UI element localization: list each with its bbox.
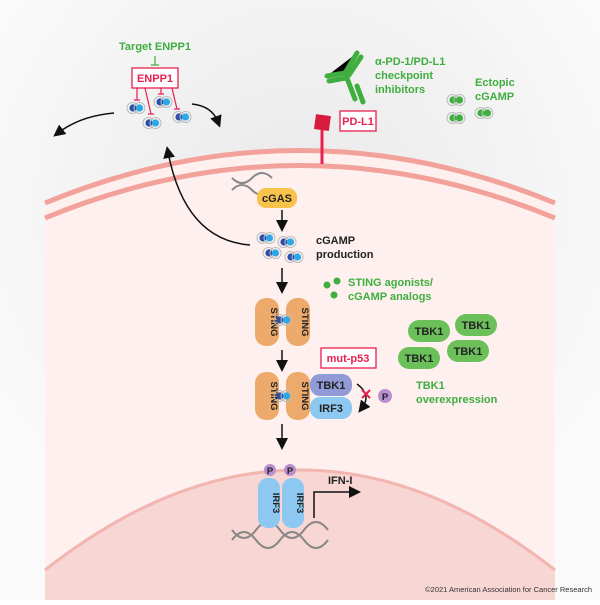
target-enpp1-label: Target ENPP1 <box>119 41 191 53</box>
export-arrow <box>53 112 115 137</box>
svg-text:TBK1: TBK1 <box>462 320 491 332</box>
membrane-inner <box>44 163 556 221</box>
tbk1-overexpression-cluster: TBK1 TBK1 TBK1 TBK1 <box>398 314 497 369</box>
pdl1-label: PD-L1 <box>342 116 374 128</box>
phosphate-icon <box>378 389 392 403</box>
phosphate-label: P <box>287 466 294 477</box>
inhibit-icon <box>151 56 159 66</box>
mut-p53-label: mut-p53 <box>327 353 370 365</box>
sting-protein <box>255 298 279 346</box>
irf3-protein <box>310 397 352 419</box>
checkpoint-label-1: α-PD-1/PD-L1 <box>375 56 445 68</box>
copyright: ©2021 American Association for Cancer Re… <box>425 585 592 594</box>
cgas-protein <box>257 188 297 208</box>
irf3-label: IRF3 <box>319 403 343 415</box>
enpp1-box <box>131 67 179 89</box>
tbk1-protein <box>310 374 352 396</box>
checkpoint-label-2: checkpoint <box>375 70 433 82</box>
nuclear-envelope <box>44 468 556 572</box>
cgamp-production-label-2: production <box>316 249 374 261</box>
sting-agonist-dots <box>323 277 341 299</box>
phosphate-icon <box>284 464 296 476</box>
cgamp-export-arrow <box>163 146 251 246</box>
sting-label: STING <box>299 381 310 410</box>
tbk1-label: TBK1 <box>317 380 346 392</box>
dna-icon <box>231 521 329 549</box>
enpp1-inhibit-lines <box>134 87 180 115</box>
tbk1-overexpression-label-1: TBK1 <box>416 380 445 392</box>
irf3-protein <box>258 478 280 528</box>
arrow <box>191 103 222 128</box>
membrane-outer <box>44 148 556 206</box>
svg-text:TBK1: TBK1 <box>454 346 483 358</box>
sting-protein <box>286 298 310 346</box>
irf3-label: IRF3 <box>294 493 305 514</box>
irf3-protein <box>282 478 304 528</box>
sting-label: STING <box>268 307 279 336</box>
sting-protein <box>255 372 279 420</box>
mut-p53-box <box>320 347 377 369</box>
checkpoint-label-3: inhibitors <box>375 84 425 96</box>
pdl1-box <box>339 110 377 132</box>
irf3-label: IRF3 <box>270 493 281 514</box>
sting-label: STING <box>299 307 310 336</box>
sting-agonists-label-1: STING agonists/ <box>348 277 433 289</box>
sting-agonists-label-2: cGAMP analogs <box>348 291 432 303</box>
transcription-arrow <box>313 486 361 518</box>
ifn-label: IFN-I <box>328 475 352 487</box>
svg-text:TBK1: TBK1 <box>415 326 444 338</box>
antibody-icon <box>324 50 366 105</box>
block-x-icon <box>361 389 371 399</box>
ectopic-label-1: Ectopic <box>475 77 515 89</box>
ectopic-label-2: cGAMP <box>475 91 514 103</box>
phosphate-icon <box>264 464 276 476</box>
enpp1-label: ENPP1 <box>137 73 173 85</box>
pdl1-receptor-icon <box>313 114 331 132</box>
tbk1-overexpression-label-2: overexpression <box>416 394 498 406</box>
phosphate-label: P <box>267 466 274 477</box>
cgas-label: cGAS <box>262 193 292 205</box>
cgamp-production-label-1: cGAMP <box>316 235 355 247</box>
sting-protein <box>286 372 310 420</box>
svg-text:TBK1: TBK1 <box>405 353 434 365</box>
phosphate-label: P <box>382 392 389 403</box>
